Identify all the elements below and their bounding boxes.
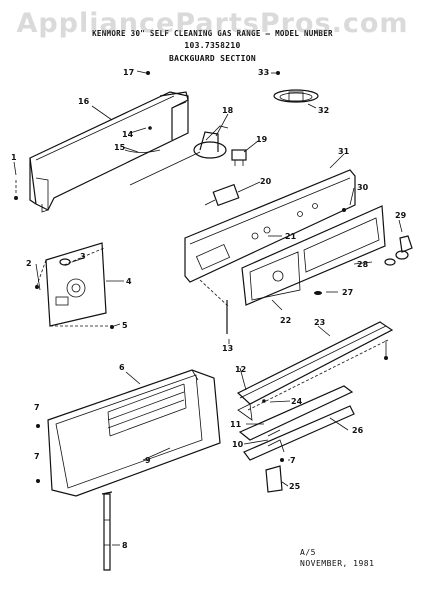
lower-panel xyxy=(47,369,221,497)
callout-11: 11 xyxy=(230,420,242,429)
callout-6: 6 xyxy=(119,363,125,372)
screw-27 xyxy=(314,291,322,295)
callout-7c: 7 xyxy=(290,456,296,465)
knob-group xyxy=(384,235,413,266)
callout-14: 14 xyxy=(122,130,134,139)
callout-28: 28 xyxy=(357,260,369,269)
callout-3: 3 xyxy=(80,252,86,261)
lower-bracket xyxy=(238,385,355,461)
screw-17 xyxy=(146,71,150,75)
screw-7c xyxy=(280,458,284,462)
callout-33: 33 xyxy=(258,68,269,77)
relay-part xyxy=(204,183,240,207)
callout-22: 22 xyxy=(280,316,291,325)
callout-26: 26 xyxy=(352,426,364,435)
callout-21: 21 xyxy=(285,232,297,241)
control-panel xyxy=(184,169,356,283)
callout-5: 5 xyxy=(122,321,128,330)
callout-20: 20 xyxy=(260,177,272,186)
callout-7b: 7 xyxy=(34,452,40,461)
bracket-8 xyxy=(101,491,113,571)
side-panel xyxy=(35,242,112,327)
callout-17: 17 xyxy=(123,68,134,77)
model-number: 103.7358210 xyxy=(184,41,241,50)
footer-date: NOVEMBER, 1981 xyxy=(300,559,375,568)
callout-12: 12 xyxy=(235,365,246,374)
element-coil xyxy=(273,89,319,103)
callout-7a: 7 xyxy=(34,403,40,412)
callout-27: 27 xyxy=(342,288,353,297)
screw-33 xyxy=(276,71,280,75)
callout-31: 31 xyxy=(338,147,350,156)
callout-23: 23 xyxy=(314,318,325,327)
callout-2: 2 xyxy=(26,259,32,268)
screw-1 xyxy=(14,196,18,200)
callout-10: 10 xyxy=(232,440,244,449)
callout-labels: 1 2 3 4 5 6 7 7 7 8 9 10 11 12 13 14 15 … xyxy=(11,68,407,550)
section-title: BACKGUARD SECTION xyxy=(169,54,256,63)
callout-9-lower: 9 xyxy=(145,456,151,465)
switch xyxy=(231,149,247,161)
trim-rail xyxy=(236,321,394,421)
callout-18: 18 xyxy=(222,106,234,115)
callout-24: 24 xyxy=(291,397,303,406)
callout-13: 13 xyxy=(222,344,233,353)
window-panel xyxy=(241,205,386,306)
callout-19: 19 xyxy=(256,135,268,144)
screw-7b xyxy=(36,479,40,483)
diagram-title: KENMORE 30" SELF CLEANING GAS RANGE — MO… xyxy=(92,29,333,38)
callout-29: 29 xyxy=(395,211,407,220)
callout-16: 16 xyxy=(78,97,90,106)
part-25 xyxy=(265,465,283,493)
callout-30: 30 xyxy=(357,183,369,192)
callout-25: 25 xyxy=(289,482,301,491)
backguard-cover xyxy=(29,91,189,213)
callout-15: 15 xyxy=(114,143,126,152)
valve-assembly xyxy=(124,125,229,186)
footer-code: A/5 xyxy=(300,548,316,557)
callout-4: 4 xyxy=(126,277,132,286)
callout-32: 32 xyxy=(318,106,329,115)
screw-7a xyxy=(36,424,40,428)
callout-8: 8 xyxy=(122,541,128,550)
callout-1: 1 xyxy=(11,153,17,162)
